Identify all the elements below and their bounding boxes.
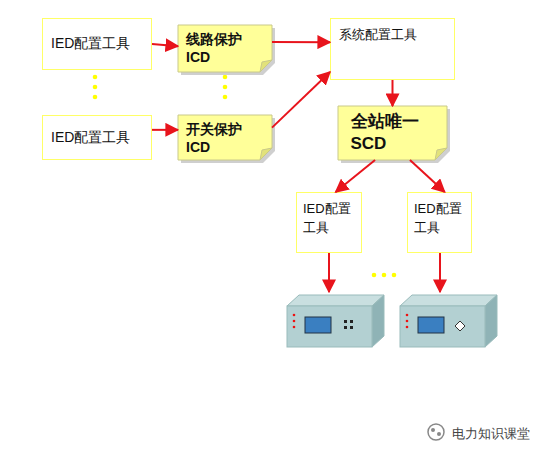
tool-box: IED配置工具	[42, 115, 152, 160]
node-label: 线路保护 ICD	[186, 30, 250, 66]
wechat-icon	[428, 424, 444, 440]
ied-device	[287, 295, 384, 347]
flow-arrow	[392, 80, 394, 106]
node-label: 全站唯一 SCD	[351, 111, 427, 155]
ied-device	[400, 295, 497, 347]
flow-arrow	[152, 129, 178, 131]
tool-box: IED配置工具	[296, 192, 362, 253]
file-note: 开关保护 ICD	[178, 115, 272, 160]
flow-arrow	[410, 160, 445, 192]
flow-arrow	[152, 44, 178, 46]
flow-arrow	[272, 72, 330, 128]
node-label: IED配置工具	[51, 35, 130, 53]
watermark-text: 电力知识课堂	[452, 425, 530, 443]
file-note: 全站唯一 SCD	[338, 106, 447, 160]
flow-arrow	[336, 160, 375, 192]
tool-box: IED配置工具	[407, 192, 472, 253]
file-note: 线路保护 ICD	[178, 25, 272, 72]
system-box: 系统配置工具	[330, 18, 455, 80]
flow-arrow	[272, 41, 330, 43]
node-label: 开关保护 ICD	[186, 120, 250, 156]
node-label: IED配置工具	[414, 199, 470, 237]
ellipsis-dots	[93, 75, 397, 278]
node-label: IED配置工具	[51, 129, 130, 147]
node-label: IED配置工具	[303, 199, 359, 237]
download-arrows	[329, 253, 440, 292]
tool-box: IED配置工具	[42, 18, 152, 70]
node-label: 系统配置工具	[339, 26, 446, 44]
